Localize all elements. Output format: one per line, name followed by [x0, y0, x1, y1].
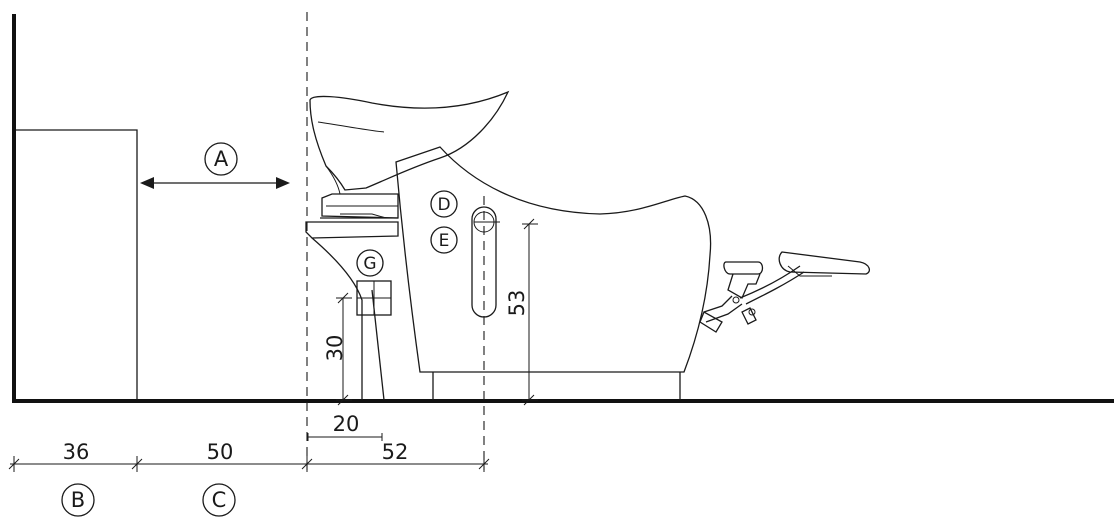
footrest: [699, 251, 871, 333]
chair-body: [395, 146, 712, 373]
basin-trays: [305, 193, 399, 239]
label-b-marker: B: [61, 483, 95, 517]
dimension-30: 30: [323, 292, 352, 406]
label-g: G: [363, 254, 376, 274]
label-d-marker: D: [430, 190, 458, 218]
label-e: E: [439, 231, 450, 251]
clearance-arrow: [140, 177, 290, 189]
label-d: D: [437, 195, 450, 215]
dimension-30-label: 30: [323, 335, 347, 362]
control-slot: [471, 206, 500, 318]
basin-bowl: [309, 90, 510, 195]
dimension-36-label: 36: [63, 440, 90, 464]
label-g-marker: G: [356, 249, 384, 277]
cabinet-outline: [16, 129, 138, 400]
dimension-50-label: 50: [207, 440, 234, 464]
label-c-marker: C: [202, 483, 236, 517]
component-box: [356, 280, 392, 316]
dimension-20: 20: [307, 412, 383, 441]
label-a: A: [214, 147, 229, 171]
dimension-53-label: 53: [505, 290, 529, 317]
dimension-20-label: 20: [333, 412, 360, 436]
bottom-dimension-chain: [8, 456, 490, 472]
label-b: B: [71, 488, 85, 512]
label-e-marker: E: [430, 226, 458, 254]
chair-base: [432, 372, 681, 400]
label-a-marker: A: [204, 142, 238, 176]
label-c: C: [212, 488, 227, 512]
dimension-52-label: 52: [382, 440, 409, 464]
dimension-53: 53: [505, 218, 538, 406]
